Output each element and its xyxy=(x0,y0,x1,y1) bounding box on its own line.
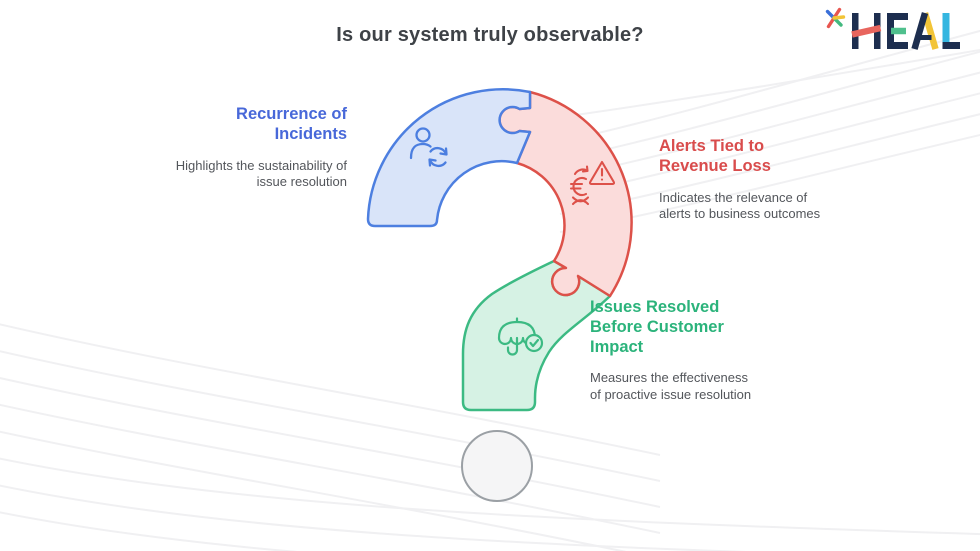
page-title: Is our system truly observable? xyxy=(336,24,644,46)
label-heading: Alerts Tied to Revenue Loss xyxy=(659,137,771,175)
question-mark-dot xyxy=(461,430,533,502)
label-alerts-tied-to-revenue-loss: Alerts Tied to Revenue Loss Indicates th… xyxy=(659,137,827,222)
logo-letter-a xyxy=(911,12,939,50)
logo-letter-h xyxy=(851,13,882,49)
label-heading: Issues Resolved Before Customer Impact xyxy=(590,298,724,356)
asterisk-icon xyxy=(825,7,846,29)
label-heading: Recurrence of Incidents xyxy=(236,105,347,143)
heal-logo-mark xyxy=(825,7,960,50)
label-recurrence-of-incidents: Recurrence of Incidents Highlights the s… xyxy=(165,105,347,190)
logo-letter-l xyxy=(942,13,960,49)
puzzle-piece-recurrence xyxy=(366,88,532,228)
heal-logo: HEAL xyxy=(822,5,972,53)
logo-letter-e xyxy=(887,13,908,49)
label-description: Indicates the relevance of alerts to bus… xyxy=(659,189,821,221)
puzzle-piece-alerts-revenue xyxy=(498,90,633,298)
euro-loss-warning-icon xyxy=(569,160,616,206)
label-issues-resolved-before-customer-impact: Issues Resolved Before Customer Impact M… xyxy=(590,298,751,403)
label-description: Measures the effectiveness of proactive … xyxy=(590,370,752,402)
user-sync-icon xyxy=(409,127,448,168)
label-description: Highlights the sustainability of issue r… xyxy=(175,157,347,189)
umbrella-check-icon xyxy=(497,317,544,356)
